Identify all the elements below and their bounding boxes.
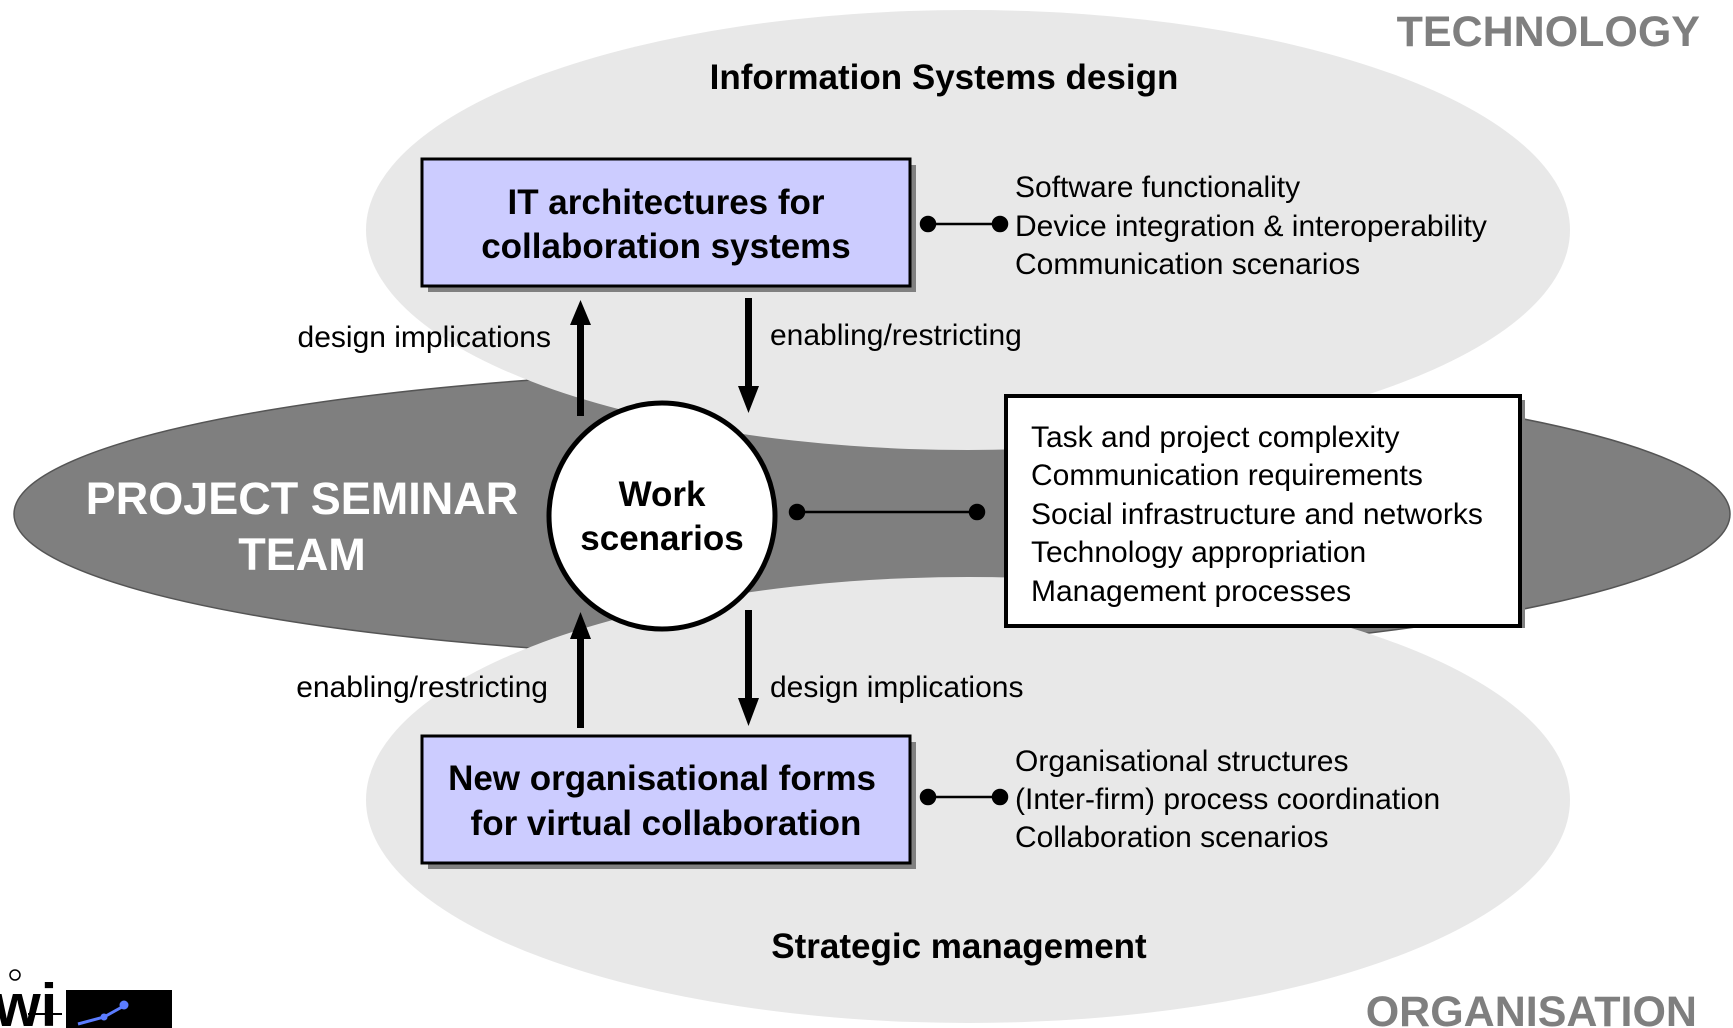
arrow-down-upper xyxy=(738,298,759,413)
team-label-line1: PROJECT SEMINAR xyxy=(86,473,519,524)
top-list-item: Device integration & interoperability xyxy=(1015,210,1487,243)
top-ellipse-title: Information Systems design xyxy=(710,58,1179,97)
organisation-label: ORGANISATION xyxy=(1366,988,1697,1028)
top-connector xyxy=(919,215,1009,233)
top-list-item: Software functionality xyxy=(1015,171,1300,204)
top-list-item: Communication scenarios xyxy=(1015,248,1360,281)
center-line1: Work xyxy=(619,475,706,514)
arrow-label-upper-right: enabling/restricting xyxy=(770,319,1022,352)
bottom-box-line2: for virtual collaboration xyxy=(471,804,862,843)
arrow-down-lower xyxy=(738,610,759,726)
bottom-box xyxy=(420,734,912,865)
factor-item: Social infrastructure and networks xyxy=(1031,498,1483,531)
organisation-ellipse xyxy=(366,577,1570,1023)
factor-item: Task and project complexity xyxy=(1031,421,1400,454)
bottom-connector xyxy=(919,788,1009,806)
wi-logo: wi xyxy=(0,969,172,1028)
arrow-label-upper-left: design implications xyxy=(298,321,551,354)
team-label-line2: TEAM xyxy=(238,529,366,580)
bottom-list-item: Collaboration scenarios xyxy=(1015,821,1329,854)
arrow-label-lower-left: enabling/restricting xyxy=(296,671,548,704)
factor-item: Communication requirements xyxy=(1031,459,1423,492)
top-box xyxy=(420,157,912,288)
logo-text: wi xyxy=(0,972,57,1028)
top-box-line1: IT architectures for xyxy=(507,183,824,222)
bottom-list-item: Organisational structures xyxy=(1015,745,1349,778)
arrow-up-upper xyxy=(570,300,591,416)
center-line2: scenarios xyxy=(580,519,743,558)
bottom-list-item: (Inter-firm) process coordination xyxy=(1015,783,1440,816)
factor-item: Management processes xyxy=(1031,575,1351,608)
factors-box xyxy=(1004,394,1522,628)
center-connector xyxy=(788,503,986,521)
technology-ellipse xyxy=(366,10,1570,450)
arrow-label-lower-right: design implications xyxy=(770,671,1023,704)
top-box-line2: collaboration systems xyxy=(481,227,851,266)
technology-label: TECHNOLOGY xyxy=(1397,8,1700,56)
bottom-box-line1: New organisational forms xyxy=(448,759,876,798)
arrow-up-lower xyxy=(570,612,591,728)
work-scenarios-circle xyxy=(546,400,778,632)
bottom-ellipse-title: Strategic management xyxy=(771,927,1147,966)
factor-item: Technology appropriation xyxy=(1031,536,1366,569)
